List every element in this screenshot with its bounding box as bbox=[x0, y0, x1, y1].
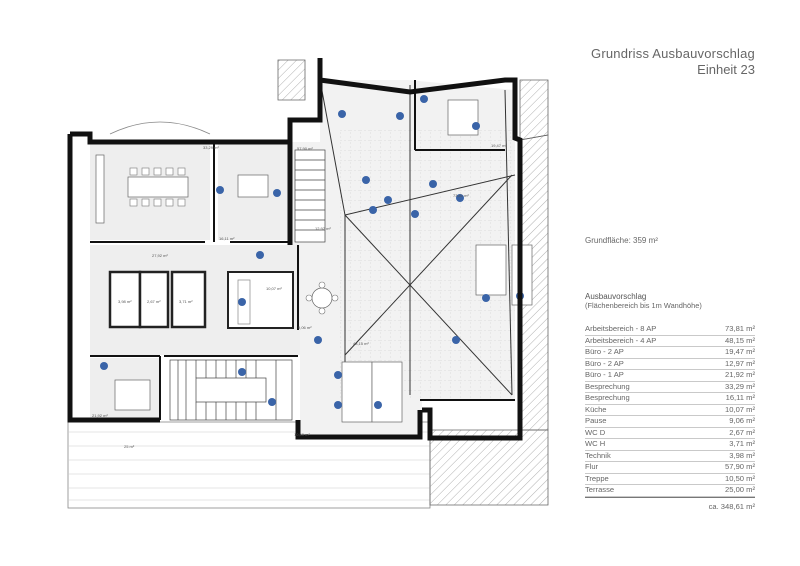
roof-hatch-right bbox=[277, 59, 549, 506]
slope-grid bbox=[340, 130, 515, 400]
stairs-south bbox=[169, 359, 293, 421]
legend-row-value: 2,67 m² bbox=[729, 427, 755, 437]
furniture bbox=[95, 99, 533, 423]
desk-block-2 bbox=[371, 361, 403, 423]
legend-row-value: 73,81 m² bbox=[725, 324, 755, 333]
room-label: 2,67 m² bbox=[147, 299, 161, 304]
legend-row: Büro - 2 AP 19,47 m² bbox=[585, 347, 755, 359]
room-label: 25 m² bbox=[124, 444, 135, 449]
legend-row: Küche 10,07 m² bbox=[585, 404, 755, 416]
room-label: 12,97 m² bbox=[315, 226, 331, 231]
legend-row-name: Büro - 1 AP bbox=[585, 370, 624, 379]
legend-row-value: 10,50 m² bbox=[725, 473, 755, 483]
room-label: 16,11 m² bbox=[219, 236, 235, 241]
legend-row: Terrasse 25,00 m² bbox=[585, 485, 755, 497]
room-fills bbox=[90, 80, 515, 437]
legend-row: Büro - 2 AP 12,97 m² bbox=[585, 358, 755, 370]
legend-row-value: 25,00 m² bbox=[725, 485, 755, 494]
kitchen-counter bbox=[227, 271, 294, 329]
legend-row-name: Treppe bbox=[585, 473, 609, 483]
room-label: 3,71 m² bbox=[179, 299, 193, 304]
legend-row-name: Pause bbox=[585, 416, 607, 425]
legend-subheading: (Flächenbereich bis 1m Wandhöhe) bbox=[585, 301, 702, 310]
room-label: 19,47 m² bbox=[491, 143, 507, 148]
exterior-walls bbox=[67, 58, 523, 441]
room-label: 57,90 m² bbox=[297, 146, 313, 151]
legend-row-name: Besprechung bbox=[585, 381, 630, 391]
legend-row-name: Flur bbox=[585, 462, 599, 471]
bay-window-arc bbox=[109, 121, 211, 135]
desk-block-3 bbox=[475, 244, 507, 296]
legend-row-value: 9,06 m² bbox=[729, 416, 755, 425]
stairs-north bbox=[294, 149, 326, 243]
legend-row-value: 21,92 m² bbox=[725, 370, 755, 379]
desk-block-1 bbox=[341, 361, 373, 423]
legend-row-value: 48,15 m² bbox=[725, 335, 755, 345]
legend-row: Besprechung 33,29 m² bbox=[585, 381, 755, 393]
legend-row: Besprechung 16,11 m² bbox=[585, 393, 755, 405]
room-label: 21,92 m² bbox=[92, 413, 108, 418]
conference-table-large bbox=[127, 176, 189, 198]
legend-row-name: Büro - 2 AP bbox=[585, 347, 624, 356]
legend-row: WC D 2,67 m² bbox=[585, 427, 755, 439]
legend-row-name: Arbeitsbereich - 8 AP bbox=[585, 324, 657, 333]
legend-row-value: 57,90 m² bbox=[725, 462, 755, 471]
legend-row: Treppe 10,50 m² bbox=[585, 473, 755, 485]
conference-table-small bbox=[237, 174, 269, 198]
legend-row-value: 10,07 m² bbox=[725, 404, 755, 414]
roof-lines bbox=[319, 79, 516, 396]
room-label: 10,07 m² bbox=[266, 286, 282, 291]
room-label: 10,50 m² bbox=[294, 432, 310, 437]
room-label: 9,06 m² bbox=[298, 325, 312, 330]
room-label: 48,15 m² bbox=[353, 341, 369, 346]
legend-row: Büro - 1 AP 21,92 m² bbox=[585, 370, 755, 382]
legend-row-value: 12,97 m² bbox=[725, 358, 755, 368]
legend-row-name: Büro - 2 AP bbox=[585, 358, 624, 368]
room-label: 3,98 m² bbox=[118, 299, 132, 304]
plan-title-line1: Grundriss Ausbauvorschlag bbox=[591, 46, 755, 61]
legend-row-name: Küche bbox=[585, 404, 607, 414]
legend-row-value: 3,98 m² bbox=[729, 450, 755, 460]
plan-title: Grundriss Ausbauvorschlag Einheit 23 bbox=[591, 46, 755, 77]
room-label: 73,81 m² bbox=[453, 193, 469, 198]
legend-row-value: 33,29 m² bbox=[725, 381, 755, 391]
desk-buero-1ap bbox=[114, 379, 151, 411]
legend-row-name: Besprechung bbox=[585, 393, 630, 402]
legend-row: Arbeitsbereich - 4 AP 48,15 m² bbox=[585, 335, 755, 347]
desk-buero-2ap bbox=[447, 99, 479, 136]
grundflaeche-label: Grundfläche: 359 m² bbox=[585, 236, 658, 245]
legend-row: Arbeitsbereich - 8 AP 73,81 m² bbox=[585, 324, 755, 336]
legend-heading: Ausbauvorschlag bbox=[585, 292, 647, 301]
chairs bbox=[129, 167, 339, 315]
interior-walls bbox=[90, 80, 515, 420]
legend-row: WC H 3,71 m² bbox=[585, 439, 755, 451]
plan-title-line2: Einheit 23 bbox=[697, 62, 755, 77]
legend-row-value: 16,11 m² bbox=[725, 393, 755, 402]
area-legend: Ausbauvorschlag (Flächenbereich bis 1m W… bbox=[585, 292, 755, 511]
legend-row-name: Terrasse bbox=[585, 485, 615, 494]
legend-row: Technik 3,98 m² bbox=[585, 450, 755, 462]
legend-row-value: 3,71 m² bbox=[729, 439, 755, 448]
legend-row-name: Technik bbox=[585, 450, 611, 460]
legend-row-name: Arbeitsbereich - 4 AP bbox=[585, 335, 657, 345]
legend-total: ca. 348,61 m² bbox=[585, 496, 755, 511]
room-label: 33,29 m² bbox=[203, 145, 219, 150]
legend-row: Pause 9,06 m² bbox=[585, 416, 755, 428]
wc-block bbox=[108, 270, 207, 329]
room-label: 27,92 m² bbox=[152, 253, 168, 258]
legend-row-value: 19,47 m² bbox=[725, 347, 755, 356]
legend-row-name: WC D bbox=[585, 427, 606, 437]
sideboard bbox=[95, 154, 105, 224]
legend-row-name: WC H bbox=[585, 439, 606, 448]
legend-row: Flur 57,90 m² bbox=[585, 462, 755, 474]
